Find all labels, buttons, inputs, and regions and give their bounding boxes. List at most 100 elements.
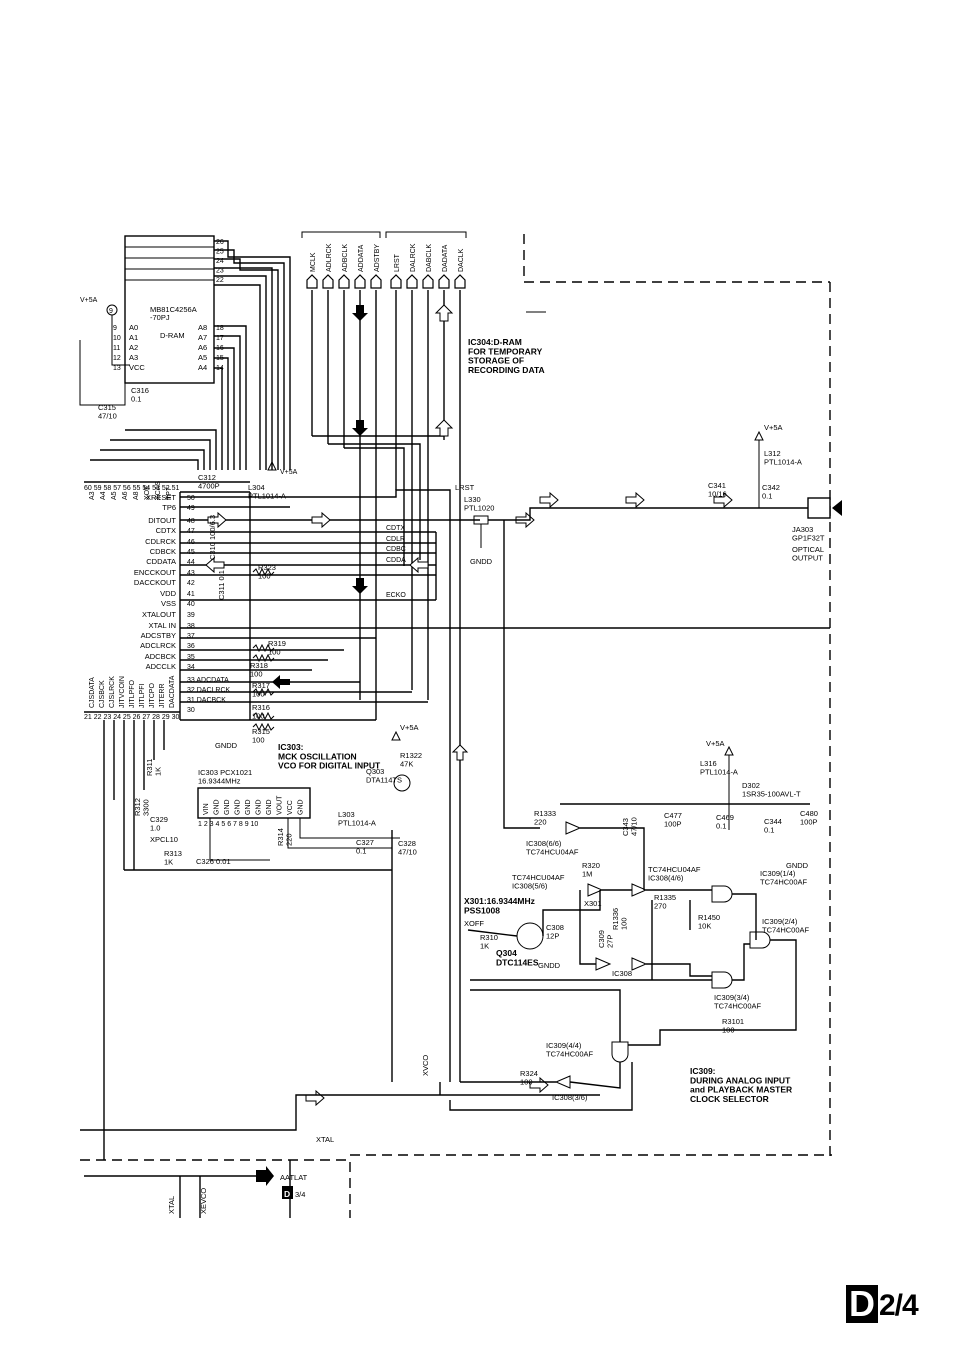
connector-terminal <box>390 274 402 289</box>
addr-label: XCAS <box>155 481 162 500</box>
dsp-pin-name: ADCSTBY <box>141 631 176 640</box>
cd-bus-label: CDDA <box>386 557 406 564</box>
r311-label: R3111K <box>145 759 162 776</box>
page-indicator: D 2/4 <box>846 1285 919 1323</box>
ic303-pin-name: GND <box>235 799 242 815</box>
dsp-pin-name: ENCCKOUT <box>134 568 177 577</box>
dsp-pin-num: 34 <box>187 664 195 671</box>
xtal-label: XTAL <box>316 1135 334 1144</box>
xevco-label: XEVCO <box>199 1188 208 1214</box>
dsp-pin-name: ADCBCK <box>145 652 176 661</box>
dram-right-pin: A5 <box>198 353 207 362</box>
dsp-pin-num: 50 <box>187 495 195 502</box>
dsp-inner-pin: 30 <box>187 707 195 714</box>
top-signal-label: MCLK <box>310 252 317 272</box>
connector-terminal <box>306 274 318 289</box>
ic303-pin-name: GND <box>224 799 231 815</box>
dram-bus-wires <box>90 240 291 470</box>
connector-terminal <box>354 274 366 289</box>
addr-label: TP7 <box>166 487 173 500</box>
dram-supply: V+5A 9 <box>79 297 130 406</box>
dsp-pin-name: DITOUT <box>148 516 176 525</box>
v5a-clock: V+5A <box>706 739 725 748</box>
dram-top-pin-num: 22 <box>216 277 224 284</box>
addr-label: XOE <box>144 485 151 500</box>
dram-right-pin: A6 <box>198 343 207 352</box>
aatlat-arrow <box>256 1166 274 1186</box>
d34-fraction: 3/4 <box>295 1190 305 1199</box>
ic303-pin-nums: 1 2 3 4 5 6 7 8 9 10 <box>198 821 258 828</box>
dram-top-pin-num: 26 <box>216 239 224 246</box>
c326-label: C326 0.01 <box>196 857 231 866</box>
c311-label: C311 0.1 <box>217 570 226 600</box>
lrst-label: LRST <box>455 483 475 492</box>
cd-bus-label: CDTX <box>386 525 405 532</box>
top-signal-label: ADBCLK <box>342 244 349 272</box>
dsp-pin-num: 48 <box>187 518 195 525</box>
dsp-inner-pin: 31 DACBCK <box>187 697 226 704</box>
connector-terminal <box>370 274 382 289</box>
series-resistors <box>252 567 275 732</box>
flow-arrows-vertical <box>352 304 469 761</box>
top-signal-label: ADLRCK <box>326 243 333 272</box>
dsp-pin-name: DACCKOUT <box>134 578 177 587</box>
dsp-pin-num: 38 <box>187 623 195 630</box>
dsp-pin-num: 41 <box>187 591 195 598</box>
node-9-label: 9 <box>109 308 113 315</box>
optical-output-connector <box>807 497 842 519</box>
dsp-bottom-pin-name: JITVCOIN <box>119 676 126 708</box>
ic309-3-label: IC309(3/4)TC74HC00AF <box>714 993 762 1010</box>
dsp-pin-name: XTAL IN <box>148 621 176 630</box>
dram-part-suffix: -70PJ <box>150 313 170 322</box>
dsp-pin-num: 36 <box>187 643 195 650</box>
dsp-pin-num: 35 <box>187 654 195 661</box>
clock-selector-wires <box>449 827 797 1111</box>
top-signal-label: LRST <box>394 253 401 272</box>
cd-bus-label: CDBC <box>386 546 406 553</box>
dsp-pin-name: XTALOUT <box>142 610 176 619</box>
ic303-pin-name: GND <box>214 799 221 815</box>
dram-right-pin-num: 18 <box>216 325 224 332</box>
xvco-label: XVCO <box>421 1055 430 1076</box>
bottom-pin-nums: 21 22 23 24 25 26 27 28 29 30 <box>84 714 179 721</box>
gndd-clock: GNDD <box>786 861 809 870</box>
dram-top-pin-num: 24 <box>216 258 224 265</box>
dsp-bottom-pin-name: CJSLRCK <box>109 676 116 708</box>
ic303-pin-name: VIN <box>203 803 210 815</box>
dsp-pin-name: VDD <box>160 589 176 598</box>
xoff-label: XOFF <box>464 919 484 928</box>
dsp-pin-num: 42 <box>187 580 195 587</box>
connector-terminal <box>422 274 434 289</box>
cd-bus-label: ECKO <box>386 592 406 599</box>
dsp-bottom-pin-name: DACDATA <box>169 675 176 708</box>
ic308-6-label: IC308(6/6)TC74HCU04AF <box>526 839 579 856</box>
